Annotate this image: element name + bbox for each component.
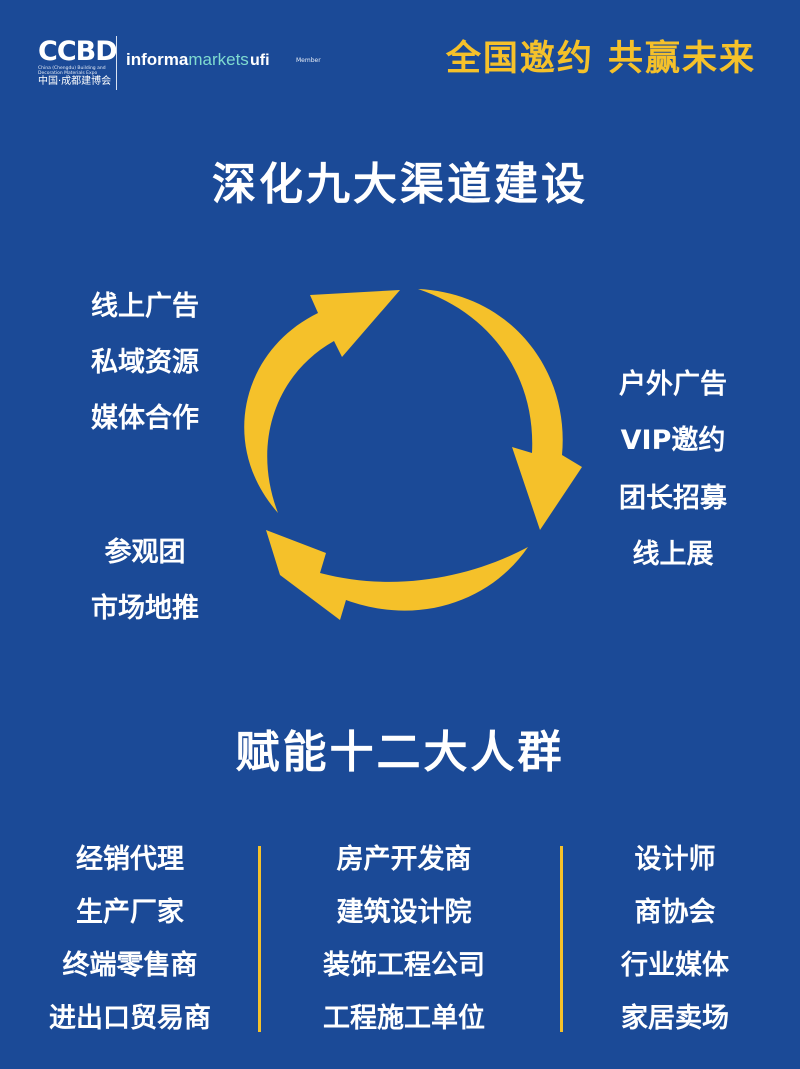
column-divider [258, 846, 261, 1032]
group-item: 建筑设计院 [336, 897, 472, 928]
cycle-arrows-graphic [244, 289, 582, 620]
channel-item: 私域资源 [91, 347, 199, 378]
channels-right-list: 户外广告 VIP邀约 团长招募 线上展 [598, 357, 748, 583]
group-item: 商协会 [634, 897, 716, 928]
informa-text: informa [126, 50, 189, 69]
group-item: 生产厂家 [76, 897, 184, 928]
group-item: 设计师 [634, 844, 716, 875]
groups-title: 赋能十二大人群 [235, 727, 565, 778]
group-item: 装饰工程公司 [323, 950, 485, 981]
channels-left-bottom-list: 参观团 市场地推 [70, 525, 220, 637]
group-item: 行业媒体 [621, 950, 729, 981]
logo-divider [116, 36, 117, 90]
channel-item: 团长招募 [619, 483, 727, 514]
group-item: 终端零售商 [62, 950, 198, 981]
cycle-arrow-top-left [244, 290, 400, 513]
group-item: 房产开发商 [336, 844, 472, 875]
channel-item: 户外广告 [619, 369, 727, 400]
channel-item: 线上广告 [91, 291, 199, 322]
channel-item: 媒体合作 [91, 403, 199, 434]
markets-text: markets [188, 50, 249, 69]
ufi-member-label: Member [296, 57, 321, 64]
column-divider [560, 846, 563, 1032]
ufi-logo: ufi [250, 52, 270, 69]
groups-column-3: 设计师 商协会 行业媒体 家居卖场 [570, 833, 780, 1045]
channel-item: 市场地推 [91, 593, 199, 624]
groups-column-2: 房产开发商 建筑设计院 装饰工程公司 工程施工单位 [292, 833, 516, 1045]
group-item: 进出口贸易商 [49, 1003, 211, 1034]
cycle-arrow-right [418, 289, 582, 530]
ccbd-logo-chinese: 中国·成都建博会 [38, 76, 112, 87]
channels-left-top-list: 线上广告 私域资源 媒体合作 [70, 279, 220, 447]
informa-markets-logo: informamarkets [126, 49, 249, 71]
slogan: 全国邀约 共赢未来 [445, 39, 756, 79]
ccbd-logo: CCBD [38, 36, 118, 67]
channels-title: 深化九大渠道建设 [212, 159, 588, 210]
cycle-arrow-bottom [266, 530, 528, 620]
group-item: 工程施工单位 [323, 1003, 485, 1034]
group-item: 家居卖场 [621, 1003, 729, 1034]
groups-column-1: 经销代理 生产厂家 终端零售商 进出口贸易商 [20, 833, 240, 1045]
channel-item: 线上展 [632, 539, 714, 570]
ccbd-logo-english: China (Chengdu) Building and Decoration … [38, 66, 106, 76]
channel-item: VIP邀约 [620, 425, 726, 456]
group-item: 经销代理 [76, 844, 184, 875]
channel-item: 参观团 [104, 537, 186, 568]
